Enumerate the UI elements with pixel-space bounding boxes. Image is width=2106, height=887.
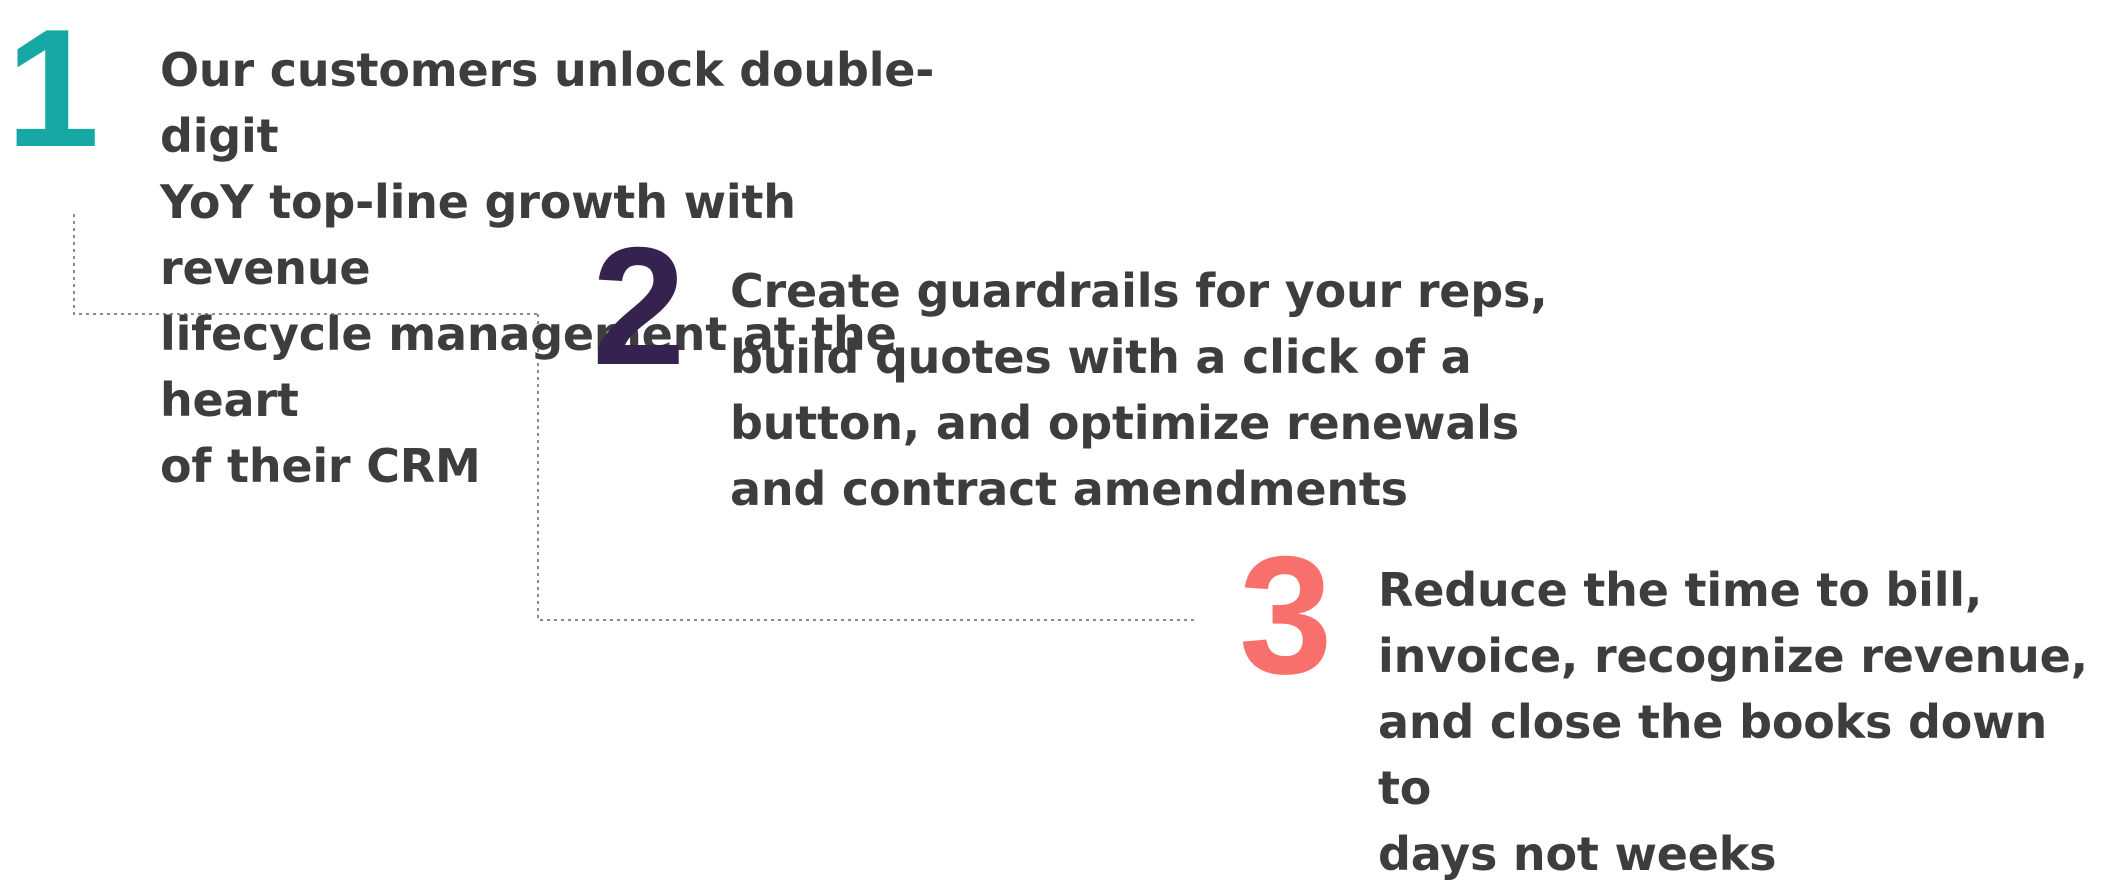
step-number-3: 3 bbox=[1239, 521, 1332, 709]
step-number-2: 2 bbox=[592, 212, 685, 400]
step-2-text: Create guardrails for your reps, build q… bbox=[730, 264, 1548, 516]
step-number-1: 1 bbox=[6, 0, 99, 182]
step-3-text: Reduce the time to bill, invoice, recogn… bbox=[1378, 563, 2088, 881]
step-1-text: Our customers unlock double-digit YoY to… bbox=[160, 43, 935, 493]
